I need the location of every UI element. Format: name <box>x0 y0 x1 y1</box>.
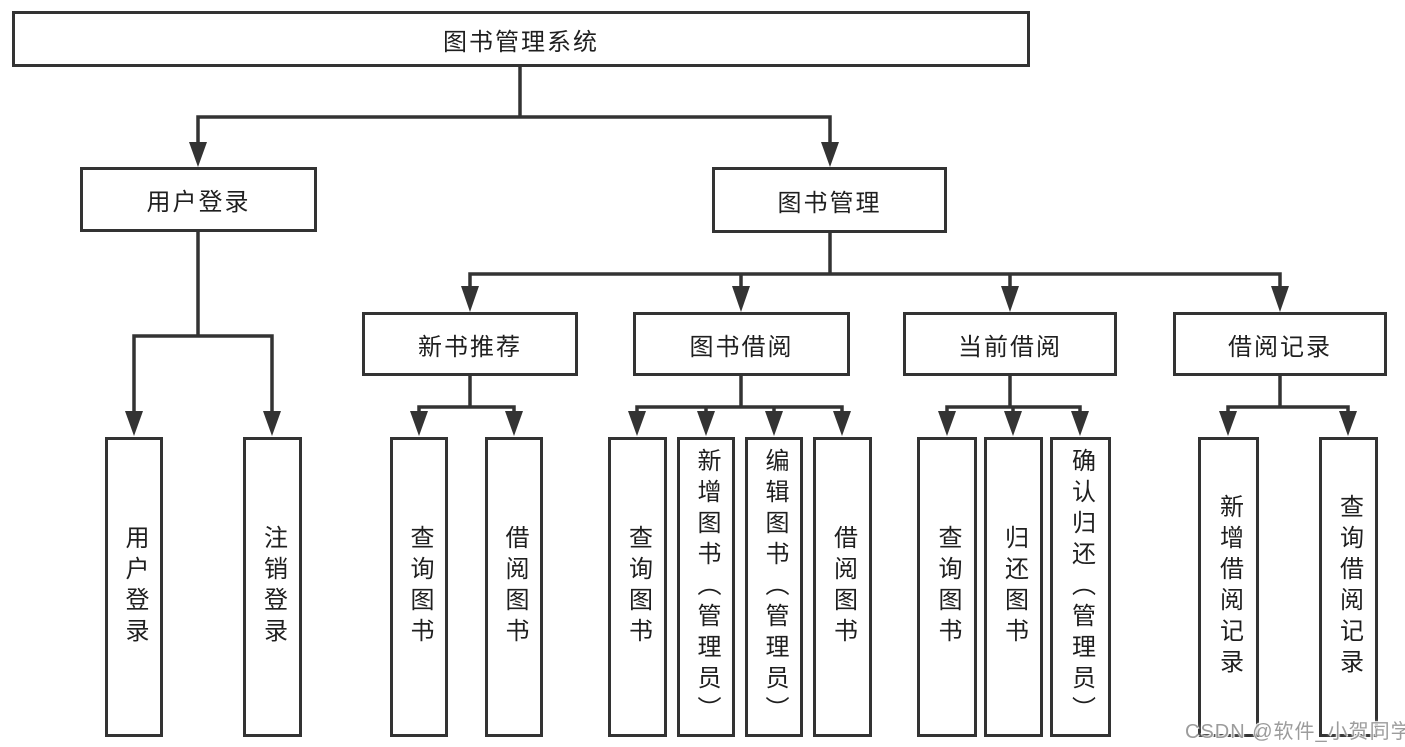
arrowhead-icon <box>938 411 956 436</box>
arrowhead-icon <box>189 142 207 167</box>
node-new-book-recommendation-label: 新书推荐 <box>418 333 522 361</box>
arrowhead-icon <box>1271 286 1289 312</box>
leaf-user-login-label: 用户登录 <box>121 525 148 649</box>
arrowhead-icon <box>410 411 428 436</box>
node-user-login: 用户登录 <box>80 167 317 232</box>
arrowhead-icon <box>461 286 479 312</box>
leaf-borrow-books-label: 借阅图书 <box>829 525 857 649</box>
leaf-add-books-admin-label: 新增图书（管理员） <box>693 447 720 727</box>
leaf-query-books-current-label: 查询图书 <box>934 525 961 649</box>
leaf-query-borrow-record: 查询借阅记录 <box>1319 437 1378 737</box>
leaf-borrow-books-recommend: 借阅图书 <box>485 437 543 737</box>
tree-connectors <box>125 63 1357 436</box>
node-book-borrowing-label: 图书借阅 <box>689 333 794 361</box>
leaf-add-books-admin: 新增图书（管理员） <box>677 437 735 737</box>
csdn-watermark: CSDN @软件_小贺同学 <box>1185 721 1405 743</box>
arrowhead-icon <box>732 286 750 312</box>
leaf-borrow-books: 借阅图书 <box>813 437 872 737</box>
arrowhead-icon <box>697 411 715 436</box>
arrowhead-icon <box>765 411 783 436</box>
leaf-return-books: 归还图书 <box>984 437 1043 737</box>
leaf-user-login: 用户登录 <box>105 437 163 737</box>
node-borrowing-records: 借阅记录 <box>1173 312 1387 376</box>
leaf-confirm-return-admin: 确认归还（管理员） <box>1050 437 1111 737</box>
leaf-edit-books-admin-label: 编辑图书（管理员） <box>761 447 788 727</box>
leaf-query-books-borrowing-label: 查询图书 <box>624 525 652 649</box>
node-current-borrowing-label: 当前借阅 <box>958 333 1062 361</box>
leaf-borrow-books-recommend-label: 借阅图书 <box>501 525 528 649</box>
node-current-borrowing: 当前借阅 <box>903 312 1117 376</box>
arrowhead-icon <box>125 411 143 436</box>
root-node-library-management-system: 图书管理系统 <box>12 11 1030 67</box>
arrowhead-icon <box>1071 411 1089 436</box>
node-new-book-recommendation: 新书推荐 <box>362 312 578 376</box>
leaf-add-borrow-record-label: 新增借阅记录 <box>1215 494 1243 680</box>
node-book-management-label: 图书管理 <box>777 189 882 217</box>
leaf-query-books-recommend-label: 查询图书 <box>406 525 433 649</box>
leaf-confirm-return-admin-label: 确认归还（管理员） <box>1067 447 1095 727</box>
node-book-management: 图书管理 <box>712 167 947 233</box>
arrowhead-icon <box>263 411 281 436</box>
arrowhead-icon <box>1004 411 1022 436</box>
arrowhead-icon <box>833 411 851 436</box>
leaf-logout: 注销登录 <box>243 437 302 737</box>
leaf-logout-label: 注销登录 <box>259 525 287 649</box>
arrowhead-icon <box>821 142 839 167</box>
arrowhead-icon <box>1001 286 1019 312</box>
node-borrowing-records-label: 借阅记录 <box>1228 333 1332 361</box>
arrowhead-icon <box>1339 411 1357 436</box>
leaf-query-books-borrowing: 查询图书 <box>608 437 667 737</box>
arrowhead-icon <box>1219 411 1237 436</box>
leaf-query-books-recommend: 查询图书 <box>390 437 448 737</box>
root-node-label: 图书管理系统 <box>443 28 599 56</box>
arrowhead-icon <box>628 411 646 436</box>
node-book-borrowing: 图书借阅 <box>633 312 850 376</box>
leaf-query-borrow-record-label: 查询借阅记录 <box>1335 494 1363 680</box>
node-user-login-label: 用户登录 <box>146 189 251 216</box>
leaf-return-books-label: 归还图书 <box>1000 525 1028 649</box>
leaf-edit-books-admin: 编辑图书（管理员） <box>745 437 803 737</box>
leaf-query-books-current: 查询图书 <box>917 437 977 737</box>
arrowhead-icon <box>505 411 523 436</box>
leaf-add-borrow-record: 新增借阅记录 <box>1198 437 1259 737</box>
